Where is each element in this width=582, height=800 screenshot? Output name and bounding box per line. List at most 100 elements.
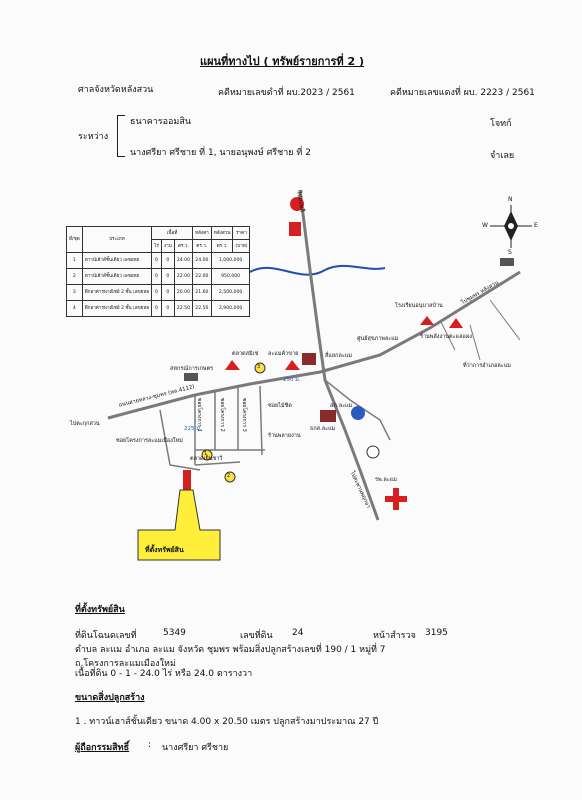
plaintiff-name: ธนาคารออมสิน: [130, 117, 191, 127]
label-project: ซอยโครงการละแมเมืองใหม่: [116, 438, 183, 444]
table-subheader-cell: ตร.ว.: [173, 239, 194, 253]
table-subheader-cell: ไร่: [151, 239, 162, 253]
table-subheader-cell: ตร.ว.: [210, 239, 234, 253]
land-no-value: 24: [292, 628, 304, 638]
title-deed-label: ที่ดินโฉนดเลขที่: [75, 631, 137, 641]
label-cooperative: สหกรณ์การเกษตร: [170, 366, 214, 372]
compass-w: W: [482, 222, 488, 229]
table-header-cell: หลังคา: [192, 226, 212, 240]
label-hospital: รพ.ละแม: [375, 477, 397, 483]
shop-icon: [289, 222, 301, 236]
label-distance-225: 225 ม.: [184, 426, 202, 432]
owner-heading: ผู้ถือกรรมสิทธิ์: [75, 743, 130, 753]
table-row: 2 ทาวน์เฮ้าส์ชั้นเดียว เลขยหย 0 0 22.00 …: [66, 268, 251, 285]
table-cell: ตึกอาคารพาณิชย์ 2 ชั้น เลขยหย: [81, 284, 153, 301]
police-icon: [351, 406, 365, 420]
table-cell: 1: [66, 252, 83, 269]
table-cell: 3: [66, 284, 83, 301]
property-table: ที่/ชุด ประเภท เนื้อที่ หลังคา หลังสวน ร…: [66, 226, 251, 317]
label-bank: ธกส.ละแม: [310, 426, 336, 432]
table-cell: 22.00: [173, 268, 194, 285]
table-cell: 0: [160, 300, 175, 317]
house-icon-1: [225, 360, 240, 370]
table-header-cell: เนื้อที่: [151, 226, 193, 240]
label-property: ที่ตั้งทรัพย์สิน: [145, 546, 184, 554]
area-line: เนื้อที่ดิน 0 - 1 - 24.0 ไร่ หรือ 24.0 ต…: [75, 669, 253, 679]
table-cell: 0: [151, 300, 162, 317]
table-cell: 24.00: [192, 252, 212, 269]
property-callout: [137, 489, 221, 561]
label-school-east: โรงเรียนอนุบาลบ้าน: [395, 303, 443, 309]
compass-icon: [490, 205, 532, 248]
table-header-cell: ราคา: [232, 226, 251, 240]
survey-label: หน้าสำรวจ: [373, 631, 416, 641]
between-label: ระหว่าง: [78, 132, 109, 142]
label-health: ศูนย์สุขภาพละแม: [357, 336, 399, 342]
label-police: สภ.ละแม: [330, 403, 353, 409]
table-cell: 0: [151, 252, 162, 269]
hospital-cross-icon: [385, 488, 407, 510]
table-cell: 2,500,000: [210, 284, 251, 301]
marker-1: 1: [204, 451, 208, 457]
plaintiff-role: โจทก์: [490, 119, 512, 129]
black-case-number: คดีหมายเลขดำที่ ผบ.2023 / 2561: [218, 88, 355, 98]
gas-station-icon: [290, 197, 304, 211]
river: [249, 264, 386, 276]
label-market: ตลาดสมิเช่: [232, 351, 259, 357]
table-cell: 0: [160, 252, 175, 269]
defendant-role: จำเลย: [490, 151, 515, 161]
table-cell: 20.00: [173, 284, 194, 301]
bus-icon: [184, 373, 198, 381]
table-cell: ตึกอาคารพาณิชย์ 2 ชั้น เลขยหย: [81, 300, 153, 317]
label-district-office: ที่ว่าการอำเภอละแม: [463, 363, 511, 369]
table-cell: 22.50: [192, 300, 212, 317]
table-cell: 22.00: [192, 268, 212, 285]
table-cell: 2: [66, 268, 83, 285]
label-road-west: ไปตะกุกสวน: [70, 421, 100, 427]
building-line: 1 . ทาวน์เฮาส์ชั้นเดียว ขนาด 4.00 x 20.5…: [75, 717, 379, 727]
table-row: 3 ตึกอาคารพาณิชย์ 2 ชั้น เลขยหย 0 0 20.0…: [66, 284, 251, 301]
compass-e: E: [534, 222, 538, 229]
table-cell: 0: [160, 284, 175, 301]
table-header-row: ที่/ชุด ประเภท เนื้อที่ หลังคา หลังสวน ร…: [66, 226, 251, 253]
bank-icon: [320, 410, 336, 422]
label-junction: สี่แยกละแม: [325, 353, 352, 359]
store-icon: [302, 353, 316, 365]
marker-3: 3: [257, 364, 261, 370]
defendants-names: นางศรียา ศรีชาย ที่ 1, นายอนุพงษ์ ศรีชาย…: [130, 148, 311, 158]
label-evening-market: ตลาดเย็นชาวี: [190, 456, 223, 462]
table-subheader-cell: (บาท): [232, 239, 251, 253]
table-subheader-cell: ตร.ว.: [192, 239, 212, 253]
road-line: ถ.โครงการละแมเมืองใหม่: [75, 659, 176, 669]
table-row: 1 ทาวน์เฮ้าส์ชั้นเดียว เลขยหย 0 0 24.00 …: [66, 252, 251, 269]
table-cell: 0: [160, 268, 175, 285]
compass-n: N: [508, 196, 513, 203]
label-ptt: ร้านพลายงาน: [268, 433, 301, 439]
building-heading: ขนาดสิ่งปลูกสร้าง: [75, 693, 145, 703]
clock-icon: [366, 445, 380, 459]
table-cell: 0: [151, 284, 162, 301]
land-no-label: เลขที่ดิน: [240, 631, 273, 641]
house-icon-2: [285, 360, 300, 370]
table-cell: 24.00: [173, 252, 194, 269]
label-soi-maichit: ซอยไม้ชิด: [268, 403, 292, 409]
house-icon-3: [420, 316, 434, 325]
table-cell: 950,000: [210, 268, 251, 285]
location-heading: ที่ตั้งทรัพย์สิน: [75, 605, 125, 615]
owner-name: นางศรียา ศรีชาย: [162, 743, 229, 753]
label-gas: ละแมค้าขาย: [268, 351, 299, 357]
survey-value: 3195: [425, 628, 448, 638]
label-soi-1: ซอยโครงการ 1: [196, 398, 202, 432]
house-icon-4: [449, 318, 463, 328]
party-bracket: [117, 115, 125, 157]
page-title: แผนที่ทางไป ( ทรัพย์รายการที่ 2 ): [200, 55, 365, 68]
table-cell: ทาวน์เฮ้าส์ชั้นเดียว เลขยหย: [81, 268, 153, 285]
owner-separator: :: [148, 740, 152, 750]
location-map: [107, 189, 532, 561]
table-subheader-row: ไร่ งาน ตร.ว. ตร.ว. ตร.ว. (บาท): [67, 239, 251, 253]
label-shop-east: ร้านพลังงานตะแลแผง: [420, 334, 472, 340]
local-streets: [194, 385, 265, 466]
table-header-cell: ที่/ชุด: [66, 226, 83, 253]
address-line: ตำบล ละแม อำเภอ ละแม จังหวัด ชุมพร พร้อม…: [75, 645, 386, 655]
table-cell: ทาวน์เฮ้าส์ชั้นเดียว เลขยหย: [81, 252, 153, 269]
